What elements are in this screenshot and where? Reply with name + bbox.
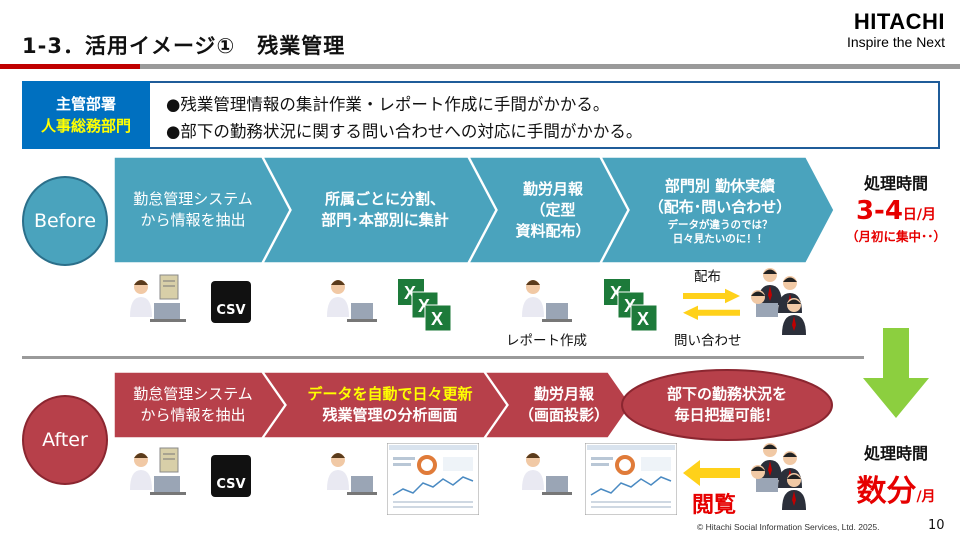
after-step-3-line2: （画面投影） bbox=[518, 406, 609, 424]
office-worker-icon bbox=[520, 446, 572, 502]
managers-group-icon bbox=[744, 440, 816, 516]
before-time-note: （月初に集中･･） bbox=[845, 229, 946, 244]
excel-files-icon: X X X bbox=[398, 279, 454, 339]
view-caption: 閲覧 bbox=[692, 493, 737, 518]
page-title: 1-3．活用イメージ① 残業管理 bbox=[22, 34, 346, 58]
after-step-2-shape bbox=[261, 371, 508, 439]
after-step-3-shape bbox=[483, 371, 632, 439]
before-time-label: 処理時間 bbox=[863, 174, 928, 193]
after-step-1: 勤怠管理システム から情報を抽出 bbox=[118, 372, 268, 438]
before-label: Before bbox=[33, 210, 97, 232]
after-label: After bbox=[42, 429, 88, 451]
before-time-unit: 日/月 bbox=[902, 207, 937, 223]
before-after-divider bbox=[22, 356, 864, 359]
after-step-1-line2: から情報を抽出 bbox=[140, 406, 246, 424]
before-step-3-shape bbox=[467, 156, 629, 264]
before-step-4-note1: データが違うのでは？ bbox=[667, 218, 773, 231]
logo-tagline: Inspire the Next bbox=[846, 34, 945, 50]
after-step-4-line1: 部下の勤務状況を bbox=[666, 385, 787, 403]
before-step-3-line2: （定型 bbox=[530, 200, 576, 219]
after-step-1-line1: 勤怠管理システム bbox=[133, 385, 253, 403]
page-number: 10 bbox=[928, 518, 945, 533]
before-circle: Before bbox=[22, 176, 108, 266]
after-time-box: 処理時間 数分/月 bbox=[836, 440, 956, 510]
svg-text:X: X bbox=[637, 309, 649, 329]
after-circle: After bbox=[22, 395, 108, 485]
managers-group-icon bbox=[744, 265, 816, 341]
distribute-arrow bbox=[683, 288, 740, 304]
before-time-value: 3-4 bbox=[855, 196, 903, 226]
before-step-2-line1: 所属ごとに分割、 bbox=[324, 190, 445, 208]
before-step-1-shape bbox=[113, 156, 291, 264]
before-step-3: 勤労月報 （定型 資料配布） bbox=[498, 157, 608, 263]
issue-bullet-2: ●部下の勤務状況に関する問い合わせへの対応に手間がかかる。 bbox=[166, 122, 643, 141]
inquiry-arrow bbox=[683, 305, 740, 320]
logo-brand: HITACHI bbox=[853, 9, 945, 34]
copyright-text: © Hitachi Social Information Services, L… bbox=[697, 522, 880, 532]
after-step-1-shape bbox=[113, 371, 286, 439]
department-label-line2: 人事総務部門 bbox=[40, 117, 131, 135]
before-step-4-line2: （配布･問い合わせ） bbox=[648, 197, 792, 216]
before-step-3-line3: 資料配布） bbox=[515, 221, 591, 240]
csv-icon-label: CSV bbox=[216, 303, 246, 318]
department-label: 主管部署 人事総務部門 bbox=[22, 81, 150, 149]
before-step-4: 部門別 勤休実績 （配布･問い合わせ） データが違うのでは？ 日々見たいのに！！ bbox=[630, 163, 810, 258]
dashboard-screenshot-icon bbox=[386, 442, 480, 519]
view-arrow bbox=[683, 460, 740, 486]
office-worker-icon bbox=[128, 273, 190, 329]
title-underline bbox=[0, 64, 960, 69]
office-worker-icon bbox=[520, 273, 572, 329]
before-step-4-shape bbox=[599, 156, 835, 264]
before-step-1: 勤怠管理システム から情報を抽出 bbox=[118, 157, 268, 263]
before-step-4-note2: 日々見たいのに！！ bbox=[672, 232, 768, 245]
excel-files-icon: X X X bbox=[604, 279, 660, 339]
before-step-3-line1: 勤労月報 bbox=[522, 179, 583, 198]
before-step-4-line1: 部門別 勤休実績 bbox=[664, 176, 776, 195]
after-step-3: 勤労月報 （画面投影） bbox=[506, 372, 622, 438]
issue-bullet-1: ●残業管理情報の集計作業・レポート作成に手間がかかる。 bbox=[166, 95, 610, 114]
before-step-2-shape bbox=[261, 156, 497, 264]
office-worker-icon bbox=[128, 446, 190, 502]
before-step-2: 所属ごとに分割、 部門･本部別に集計 bbox=[295, 157, 475, 263]
dashboard-screenshot-icon bbox=[584, 442, 678, 519]
after-time-unit: /月 bbox=[916, 489, 936, 505]
after-step-4-shape bbox=[621, 369, 833, 441]
office-worker-icon bbox=[325, 446, 377, 502]
after-step-3-line1: 勤労月報 bbox=[533, 385, 594, 403]
after-time-label: 処理時間 bbox=[863, 444, 928, 463]
after-step-2-line1: データを自動で日々更新 bbox=[307, 385, 473, 403]
after-step-2: データを自動で日々更新 残業管理の分析画面 bbox=[284, 372, 496, 438]
after-step-4: 部下の勤務状況を 毎日把握可能！ bbox=[630, 372, 824, 438]
inquiry-caption: 問い合わせ bbox=[674, 333, 742, 349]
csv-file-icon: CSV bbox=[211, 455, 251, 497]
before-step-2-line2: 部門･本部別に集計 bbox=[321, 211, 449, 229]
after-step-2-line2: 残業管理の分析画面 bbox=[322, 406, 458, 424]
before-time-box: 処理時間 3-4日/月 （月初に集中･･） bbox=[836, 170, 956, 245]
before-step-1-line1: 勤怠管理システム bbox=[133, 190, 253, 208]
csv-file-icon: CSV bbox=[211, 281, 251, 323]
department-label-line1: 主管部署 bbox=[55, 95, 116, 113]
before-step-1-line2: から情報を抽出 bbox=[140, 211, 246, 229]
csv-icon-label: CSV bbox=[216, 477, 246, 492]
after-step-4-line2: 毎日把握可能！ bbox=[674, 406, 780, 424]
office-worker-icon bbox=[325, 273, 377, 329]
after-time-value: 数分 bbox=[856, 474, 917, 509]
reduction-down-arrow bbox=[863, 328, 929, 418]
distribute-caption: 配布 bbox=[694, 269, 721, 285]
hitachi-logo: HITACHI Inspire the Next bbox=[810, 9, 945, 51]
report-caption: レポート作成 bbox=[506, 333, 587, 349]
svg-text:X: X bbox=[431, 309, 443, 329]
